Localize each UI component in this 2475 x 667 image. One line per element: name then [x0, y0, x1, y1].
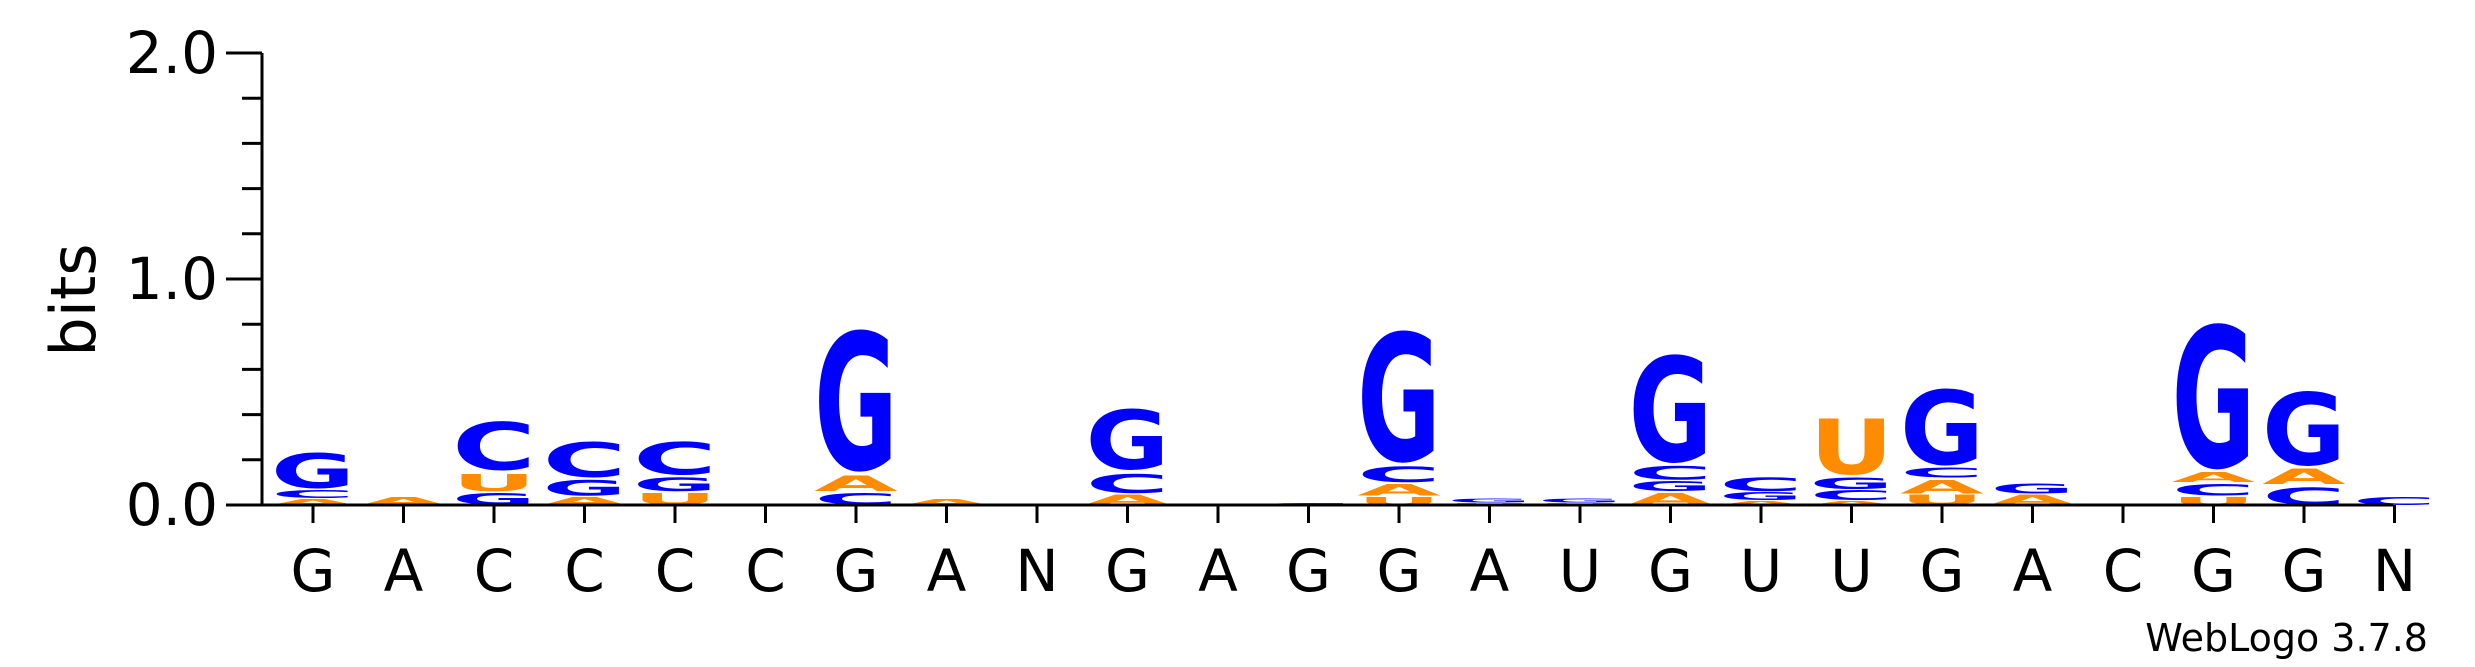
x-tick-label: A — [927, 537, 967, 605]
logo-glyph-C: C — [2171, 481, 2255, 499]
x-tick-label: G — [1377, 537, 1422, 605]
x-tick-label: G — [1920, 537, 1965, 605]
logo-glyph-G: G — [1900, 370, 1984, 489]
y-tick-label: 2.0 — [126, 19, 218, 87]
x-tick-label: A — [1470, 537, 1510, 605]
y-tick-label: 0.0 — [126, 471, 218, 539]
logo-glyph-A: A — [271, 498, 356, 507]
logo-glyph-A: A — [2172, 470, 2256, 485]
logo-glyph-G: G — [814, 295, 898, 514]
x-tick-label: N — [2373, 537, 2416, 605]
logo-glyph-G: G — [1810, 474, 1894, 492]
x-tick-label: C — [655, 537, 696, 605]
logo-glyph-A: A — [1719, 500, 1804, 506]
y-tick-label: 1.0 — [126, 245, 218, 313]
x-tick-label: U — [1559, 537, 1601, 605]
weblogo-credit: WebLogo 3.7.8 — [2145, 616, 2428, 660]
logo-glyph-C: C — [1629, 463, 1713, 484]
x-tick-label: C — [474, 537, 515, 605]
logo-glyph-U: U — [452, 469, 536, 497]
x-tick-label: G — [2191, 537, 2236, 605]
x-tick-label: G — [1648, 537, 1693, 605]
logo-glyph-A: A — [905, 498, 990, 507]
glyph-stacks: ACGAGUCAGCUGCCAGAACGCUACGUGUGAGCGAGCACGU… — [271, 289, 2436, 514]
logo-glyph-C: C — [271, 488, 355, 500]
logo-glyph-A: A — [814, 472, 899, 496]
logo-glyph-U: U — [1810, 405, 1894, 493]
logo-glyph-G: G — [271, 444, 355, 499]
logo-glyph-G: G — [2262, 372, 2346, 488]
logo-glyph-A: A — [1900, 477, 1984, 498]
x-tick-label: G — [291, 537, 336, 605]
logo-glyph-G: G — [1448, 498, 1532, 504]
x-tick-label: G — [1286, 537, 1331, 605]
x-tick-label: U — [1830, 537, 1872, 605]
logo-glyph-C: C — [1357, 463, 1441, 487]
y-axis-label: bits — [37, 243, 110, 356]
logo-glyph-C: C — [452, 409, 536, 485]
x-tick-label: A — [1198, 537, 1238, 605]
logo-glyph-A: A — [1357, 481, 1441, 499]
logo-glyph-C: C — [633, 434, 717, 486]
logo-glyph-G: G — [1538, 498, 1622, 504]
x-tick-label: G — [2282, 537, 2327, 605]
x-tick-label: C — [564, 537, 605, 605]
logo-glyph-C: C — [1900, 466, 1984, 481]
logo-glyph-G: G — [1629, 329, 1713, 496]
logo-glyph-G: G — [1991, 481, 2075, 496]
logo-glyph-C: C — [543, 433, 627, 488]
logo-glyph-C: C — [1086, 469, 1170, 500]
x-tick-label: U — [1740, 537, 1782, 605]
x-tick-label: G — [834, 537, 879, 605]
logo-glyph-C: C — [1810, 488, 1894, 503]
logo-glyph-G: G — [543, 476, 627, 500]
x-tick-label: C — [745, 537, 786, 605]
x-tick-label: C — [2103, 537, 2144, 605]
logo-glyph-G: G — [1357, 298, 1441, 502]
x-tick-label: N — [1015, 537, 1058, 605]
x-tick-label: A — [2013, 537, 2053, 605]
logo-glyph-A: A — [2262, 465, 2347, 489]
x-tick-label: A — [384, 537, 424, 605]
logo-glyph-G: G — [1629, 479, 1713, 494]
logo-glyph-A: A — [1810, 500, 1895, 506]
logo-glyph-G: G — [2172, 289, 2256, 513]
x-tick-label: G — [1105, 537, 1150, 605]
logo-glyph-G: G — [1719, 491, 1803, 503]
logo-glyph-G: G — [633, 474, 717, 495]
logo-glyph-C: C — [1719, 474, 1803, 495]
logo-glyph-G: G — [1086, 394, 1170, 489]
